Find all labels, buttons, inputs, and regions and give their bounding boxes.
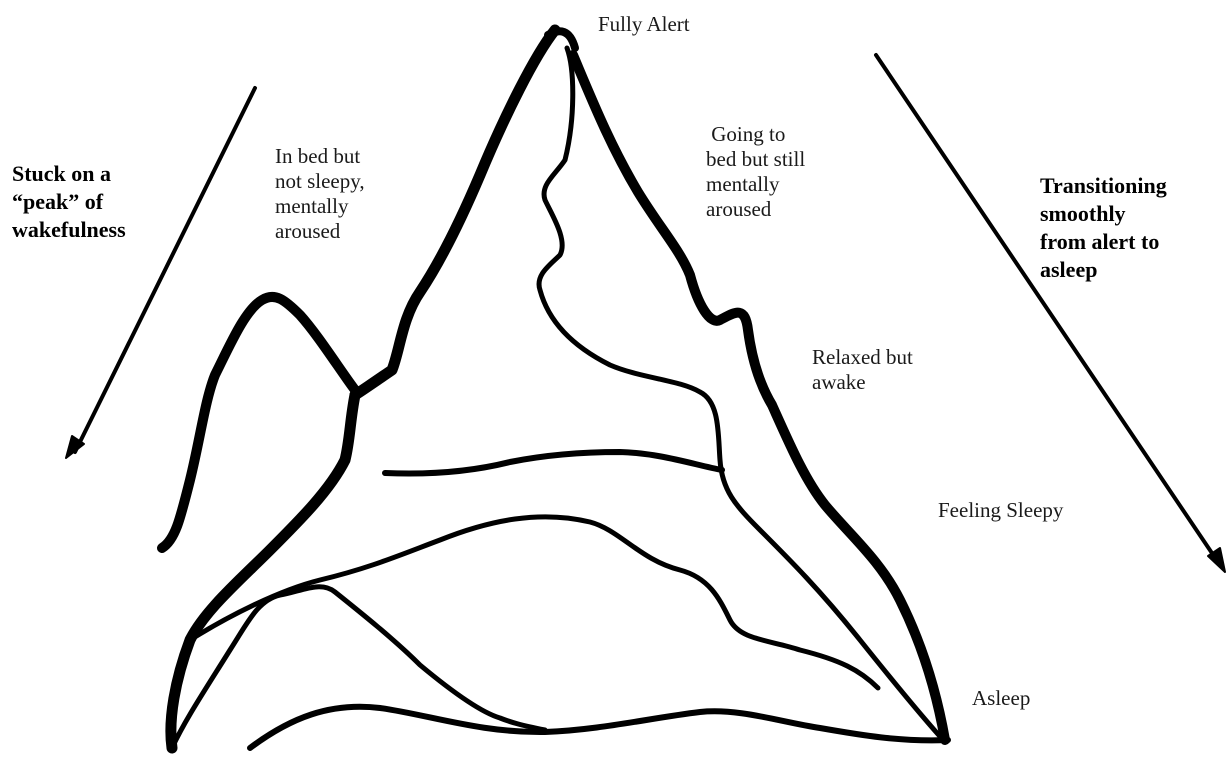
label-going-to-bed: Going to bed but still mentally aroused (706, 122, 805, 222)
right-arrow-shaft (876, 55, 1220, 565)
mountain-outline-base (250, 707, 948, 748)
left-arrow-shaft (75, 88, 255, 452)
mountain-outline-left-slope (355, 30, 555, 395)
label-asleep: Asleep (972, 686, 1030, 711)
right-caption: Transitioning smoothly from alert to asl… (1040, 172, 1167, 284)
contour-middle (385, 452, 722, 474)
label-feeling-sleepy: Feeling Sleepy (938, 498, 1063, 523)
label-in-bed: In bed but not sleepy, mentally aroused (275, 144, 365, 244)
label-fully-alert: Fully Alert (598, 12, 690, 37)
contour-bottom-arch (172, 587, 545, 748)
mountain-outline-left-foothill (162, 297, 355, 548)
left-caption: Stuck on a “peak” of wakefulness (12, 160, 126, 244)
label-relaxed: Relaxed but awake (812, 345, 913, 395)
